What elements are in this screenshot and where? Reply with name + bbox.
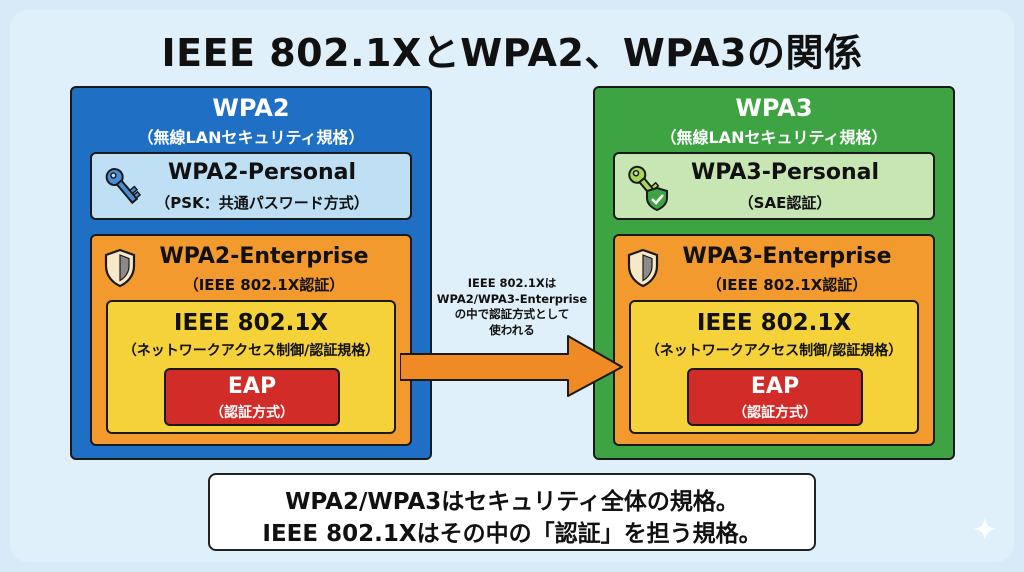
summary-line-1: WPA2/WPA3はセキュリティ全体の規格。 xyxy=(285,489,739,515)
wpa3-personal-box: WPA3-Personal （SAE認証） xyxy=(613,152,935,220)
wpa3-title: WPA3 xyxy=(735,94,813,122)
wpa3-enterprise-title: WPA3-Enterprise xyxy=(682,244,892,269)
relation-arrow xyxy=(400,335,623,397)
wpa2-ieee-subtitle: （ネットワークアクセス制御/認証規格） xyxy=(122,343,380,359)
sparkle-icon xyxy=(973,517,997,541)
shield-icon xyxy=(627,248,659,288)
arrow-note-line: の中で認証方式として xyxy=(454,307,570,321)
arrow-note-line: WPA2/WPA3-Enterprise xyxy=(436,291,588,306)
key-icon xyxy=(105,168,142,205)
wpa2-personal-box: WPA2-Personal （PSK：共通パスワード方式） xyxy=(90,152,412,220)
wpa3-panel: WPA3 （無線LANセキュリティ規格） WPA3-Personal （SAE認… xyxy=(593,86,955,460)
arrow-note-line: IEEE 802.1Xは xyxy=(467,276,557,290)
wpa2-eap-box: EAP （認証方式） xyxy=(164,368,340,426)
wpa2-enterprise-subtitle: （IEEE 802.1X認証） xyxy=(183,276,345,294)
key-shield-icon xyxy=(628,165,668,212)
summary-box: WPA2/WPA3はセキュリティ全体の規格。 IEEE 802.1Xはその中の「… xyxy=(208,473,816,551)
wpa3-ieee-title: IEEE 802.1X xyxy=(696,310,852,336)
shield-icon xyxy=(104,248,136,288)
wpa2-enterprise-box: WPA2-Enterprise （IEEE 802.1X認証） IEEE 802… xyxy=(90,234,412,446)
wpa3-personal-title: WPA3-Personal xyxy=(691,160,879,185)
wpa3-subtitle: （無線LANセキュリティ規格） xyxy=(660,128,888,147)
wpa2-panel: WPA2 （無線LANセキュリティ規格） WPA2-Personal （PSK：… xyxy=(70,86,432,460)
wpa2-ieee-title: IEEE 802.1X xyxy=(173,310,329,336)
wpa2-eap-subtitle: （認証方式） xyxy=(210,405,294,421)
wpa2-enterprise-title: WPA2-Enterprise xyxy=(159,244,369,269)
wpa2-eap-title: EAP xyxy=(227,374,277,399)
wpa3-ieee-subtitle: （ネットワークアクセス制御/認証規格） xyxy=(645,343,903,359)
summary-line-2: IEEE 802.1Xはその中の「認証」を担う規格。 xyxy=(262,521,762,547)
wpa3-enterprise-box: WPA3-Enterprise （IEEE 802.1X認証） IEEE 802… xyxy=(613,234,935,446)
wpa2-subtitle: （無線LANセキュリティ規格） xyxy=(137,128,365,147)
arrow-note: IEEE 802.1Xは WPA2/WPA3-Enterprise の中で認証方… xyxy=(432,276,592,338)
wpa3-ieee-box: IEEE 802.1X （ネットワークアクセス制御/認証規格） EAP （認証方… xyxy=(629,300,919,434)
page-title: IEEE 802.1XとWPA2、WPA3の関係 xyxy=(161,31,863,75)
arrow-note-line: 使われる xyxy=(489,322,535,337)
wpa2-ieee-box: IEEE 802.1X （ネットワークアクセス制御/認証規格） EAP （認証方… xyxy=(106,300,396,434)
wpa2-personal-title: WPA2-Personal xyxy=(168,160,356,185)
wpa3-enterprise-subtitle: （IEEE 802.1X認証） xyxy=(706,276,868,294)
wpa3-eap-subtitle: （認証方式） xyxy=(733,405,817,421)
wpa2-personal-subtitle: （PSK：共通パスワード方式） xyxy=(155,194,369,212)
wpa2-title: WPA2 xyxy=(212,94,290,122)
wpa3-eap-title: EAP xyxy=(750,374,800,399)
wpa3-personal-subtitle: （SAE認証） xyxy=(738,194,832,212)
wpa3-eap-box: EAP （認証方式） xyxy=(687,368,863,426)
